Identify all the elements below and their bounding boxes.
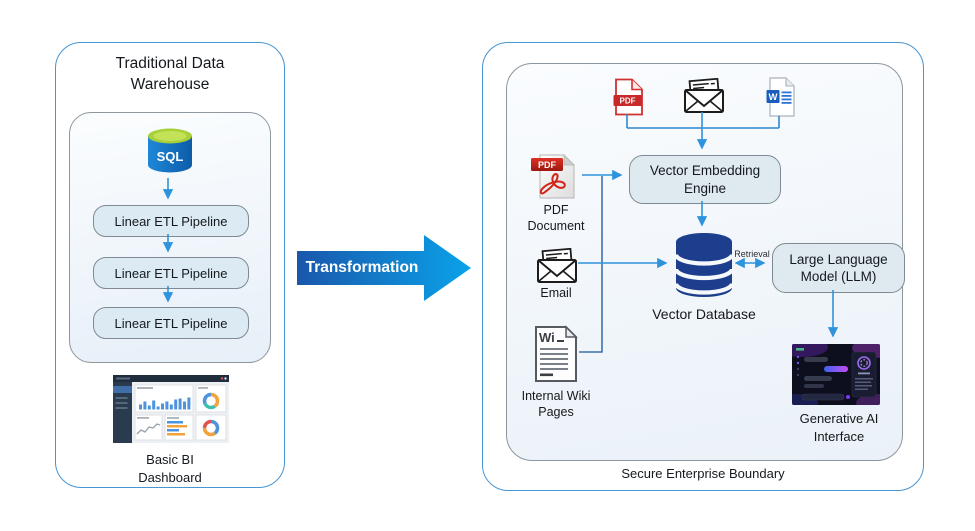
warehouse-inner-group: SQL Linear ETL Pipeline Linear ETL Pipel… [69,112,271,363]
vector-database-label: Vector Database [652,306,756,322]
pdf-doc-badge-label: PDF [538,160,557,170]
bi-dashboard-thumbnail [113,375,229,443]
pdf-document-icon: PDF [531,154,575,199]
rag-inner-group: PDF W [506,63,905,461]
mini-hbar-chart [167,421,187,436]
etl-pipeline-label: Linear ETL Pipeline [114,265,228,281]
mini-donut-chart-2 [202,419,220,437]
sql-database-icon: SQL [148,128,192,173]
generative-ai-caption: Generative AI Interface [799,411,879,444]
generative-ai-interface-thumbnail [792,344,880,405]
wiki-pages-icon: Wi [535,325,578,382]
engine-label: Vector Embedding Engine [649,163,761,196]
wiki-text-lines [540,348,568,370]
secure-boundary-label: Secure Enterprise Boundary [621,466,785,481]
mini-bar-chart [139,397,191,410]
pdf-badge-label: PDF [620,97,636,106]
retrieval-label: Retrieval [734,249,770,259]
word-letter-label: W [769,92,778,103]
email-icon-top [684,78,724,113]
etl-pipeline-node-2: Linear ETL Pipeline [93,257,249,289]
word-text-lines [781,91,792,104]
left-panel-title: Traditional Data Warehouse [115,55,225,93]
wiki-glyph-label: Wi [539,330,555,345]
etl-pipeline-label: Linear ETL Pipeline [114,315,228,331]
pdf-file-icon: PDF [613,78,643,116]
transformation-label: Transformation [305,259,419,276]
wiki-pages-caption: Internal Wiki Pages [521,389,591,419]
etl-pipeline-node-1: Linear ETL Pipeline [93,205,249,237]
mini-donut-chart-1 [202,392,220,410]
word-document-icon: W [766,77,795,117]
sql-icon-label: SQL [157,149,184,164]
etl-pipeline-label: Linear ETL Pipeline [114,213,228,229]
pdf-document-caption: PDF Document [527,203,585,233]
acrobat-swirl [539,173,566,195]
mini-line-chart [136,423,161,435]
llm-label: Large Language Model (LLM) [789,251,888,285]
email-caption: Email [540,286,572,300]
traditional-warehouse-panel: Traditional Data Warehouse SQL Linear ET… [55,42,285,488]
vector-database-icon [673,233,735,297]
secure-boundary-panel: Secure Enterprise Boundary PDF [482,42,924,491]
vector-embedding-engine-node: Vector Embedding Engine [629,155,781,204]
email-icon-source [537,248,577,283]
llm-node: Large Language Model (LLM) [772,243,905,293]
bi-dashboard-caption: Basic BI Dashboard [138,452,202,485]
etl-pipeline-node-3: Linear ETL Pipeline [93,307,249,339]
